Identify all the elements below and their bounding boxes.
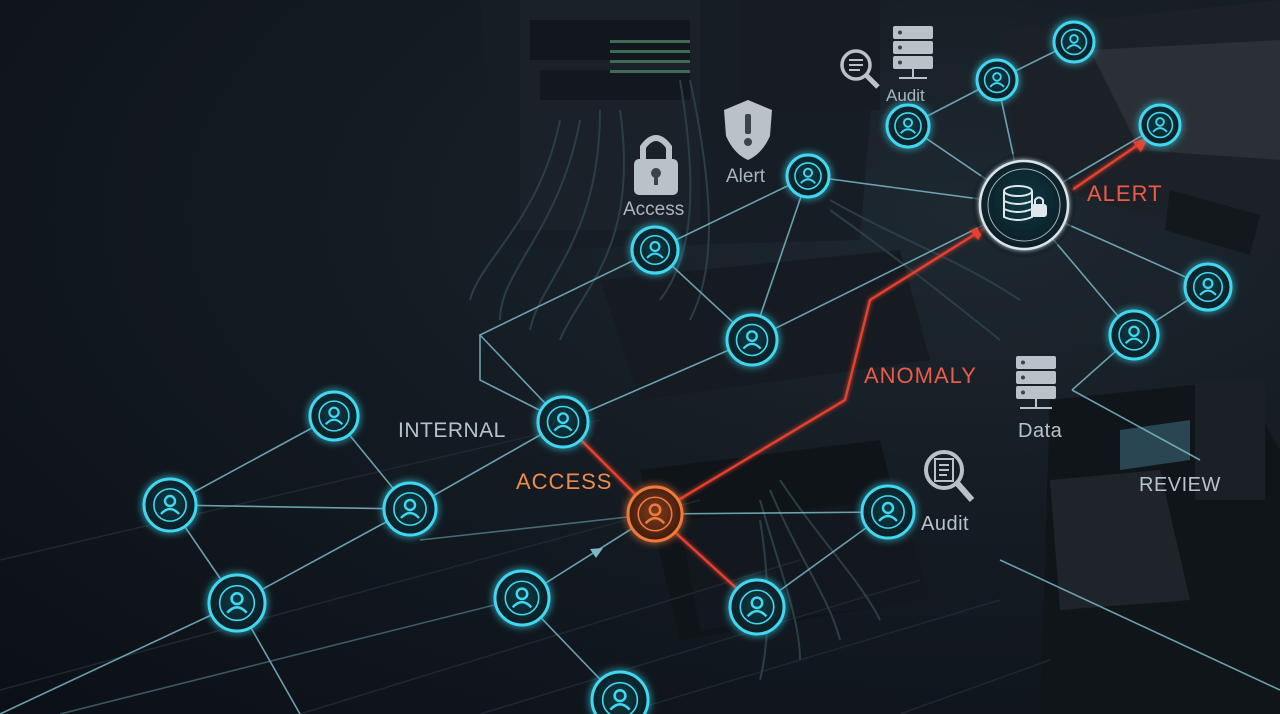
user-node-icon [400,498,420,519]
flow-arrow [590,548,603,558]
shield-alert-icon [724,100,772,160]
user-node [785,153,831,199]
user-node [382,481,438,537]
user-node [1108,309,1160,361]
data-label: Data [1018,420,1063,442]
user-node-icon [609,689,631,711]
user-node [493,569,551,627]
user-node [885,103,931,149]
user-node [142,477,198,533]
anomaly-label: ANOMALY [864,363,977,388]
user-node-icon [1124,325,1144,345]
access-top-label: Access [623,199,685,220]
database-lock-icon [1003,185,1047,221]
user-node-icon [1066,34,1082,50]
alert-top-label: Alert [726,166,766,187]
user-node [308,390,360,442]
user-node-icon [553,412,573,432]
user-node-icon [742,330,762,350]
user-node [860,484,916,540]
audit-top-label: Audit [886,86,925,105]
user-node [207,573,267,633]
document-search-icon [924,450,975,502]
review-label: REVIEW [1139,474,1221,496]
database-hub [972,153,1076,257]
user-node-icon [989,72,1005,88]
user-node [536,395,590,449]
access-label: ACCESS [516,469,613,494]
user-node [590,670,650,714]
cable-bundle [469,79,1021,681]
internal-label: INTERNAL [398,419,506,442]
server-icon [1016,356,1056,409]
server-icon [893,26,933,79]
user-node-icon [160,494,180,515]
user-node-icon [746,596,768,618]
user-node-icon [226,592,248,614]
user-node [1052,20,1096,64]
user-node [630,225,680,275]
user-node-icon [1152,117,1168,133]
user-node [975,58,1019,102]
user-node-icon [1199,277,1217,296]
user-node-icon [324,406,344,426]
document-search-icon [840,49,880,89]
user-node [1138,103,1182,147]
user-node-icon [878,501,898,522]
user-node [626,485,684,543]
user-node [1183,262,1233,312]
user-node-icon [511,587,533,609]
padlock-icon [634,135,678,195]
user-nodes [142,20,1233,714]
alert-label: ALERT [1087,181,1163,206]
user-node-icon [646,240,664,259]
user-node-icon [900,117,916,134]
audit-label: Audit [921,513,970,535]
user-node [725,313,779,367]
user-node-icon [800,167,816,184]
user-node [728,578,786,636]
user-node-icon [644,503,666,525]
